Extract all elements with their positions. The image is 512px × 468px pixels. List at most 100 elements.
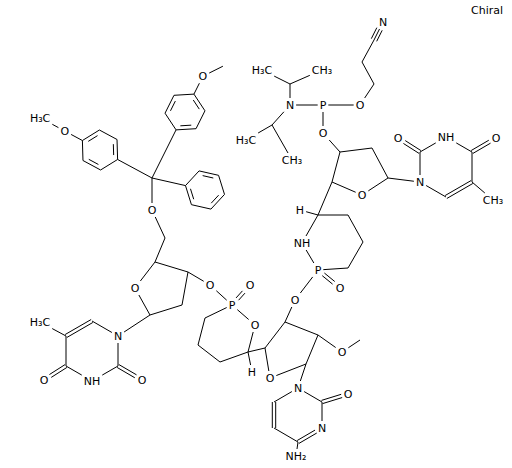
bond-line [176, 129, 196, 130]
bond-line [65, 320, 91, 335]
bond-line [371, 28, 377, 39]
atom-label: O [336, 283, 345, 294]
bond-line [52, 124, 58, 127]
bond-line [285, 307, 292, 322]
atom-label: N [294, 383, 302, 394]
bond-line [239, 293, 245, 300]
bond-line [388, 178, 414, 181]
atom-label: CH₃ [483, 195, 503, 206]
bond-line [203, 176, 214, 178]
atom-label: O [246, 280, 255, 291]
bond-line [368, 178, 388, 191]
bond-line [219, 175, 225, 194]
bond-line [318, 335, 336, 348]
atom-label: O [356, 100, 365, 111]
bond-line [150, 305, 182, 315]
bond-line [306, 335, 318, 364]
bond-line [322, 394, 342, 400]
bond-line [456, 143, 472, 152]
bond-line [248, 352, 251, 365]
bond-line [290, 75, 310, 84]
atom-label: N [114, 331, 122, 342]
chirality-note: Chiral [471, 5, 503, 16]
bond-line [248, 332, 253, 352]
bond-line [276, 364, 306, 376]
bond-line [329, 140, 340, 152]
bond-line [306, 250, 314, 263]
atom-label: O [358, 190, 367, 201]
atom-label: H [296, 205, 304, 216]
atom-label: O [60, 126, 69, 137]
bond-line [290, 84, 291, 98]
bond-line [275, 402, 276, 428]
bond-line [198, 345, 220, 362]
bond-line [318, 215, 348, 216]
bond-line [99, 130, 117, 139]
bond-line [362, 62, 374, 84]
atom-label: H [248, 367, 256, 378]
bond-line [66, 336, 67, 366]
atom-label: H₃C [252, 65, 272, 76]
bond-line [170, 101, 175, 111]
atom-label: O [492, 133, 501, 144]
bond-line [198, 318, 205, 345]
atom-label: NH₂ [286, 451, 307, 462]
bond-line [211, 195, 218, 203]
bond-line [322, 402, 323, 421]
atom-label: O [206, 280, 215, 291]
bond-line [348, 242, 363, 268]
bond-line [165, 113, 176, 130]
atom-label: NH [438, 132, 455, 143]
bond-line [89, 159, 99, 164]
bond-line [274, 76, 290, 84]
bond-line [155, 238, 165, 262]
atom-label: O [251, 320, 260, 331]
bond-line [340, 148, 372, 152]
bond-line [328, 105, 353, 106]
bond-line [180, 125, 191, 127]
atom-label: H₃C [30, 112, 50, 123]
bond-line [113, 144, 114, 155]
bond-line [140, 262, 155, 281]
atom-label: H₃C [30, 317, 50, 328]
bond-line [258, 125, 272, 133]
bond-line [272, 125, 288, 153]
bond-line [117, 139, 119, 159]
bond-line [405, 141, 421, 151]
bond-line [306, 212, 318, 215]
bond-line [323, 398, 343, 404]
bond-line [426, 186, 446, 197]
atom-label: H₃C [236, 135, 256, 146]
bond-line [66, 366, 82, 375]
atom-label: P [315, 265, 322, 276]
bond-line [82, 130, 99, 141]
bond-line [152, 178, 185, 186]
bond-line [362, 40, 374, 62]
bond-line [237, 310, 248, 320]
atom-label: NH [294, 238, 311, 249]
atom-label: N [416, 177, 424, 188]
bond-line [165, 95, 174, 113]
bond-line [83, 161, 101, 170]
bond-line [445, 181, 471, 196]
bond-line [139, 295, 150, 315]
bond-line [155, 262, 188, 272]
bond-line [348, 215, 363, 242]
bond-line [118, 159, 152, 178]
bond-line [174, 94, 194, 95]
bond-line [300, 277, 312, 293]
bond-line [365, 84, 374, 98]
atom-label: O [319, 128, 328, 139]
bond-line [472, 152, 473, 182]
bond-line [372, 148, 388, 178]
bond-line [265, 322, 285, 348]
bond-line [101, 159, 118, 170]
atom-label: O [138, 375, 147, 386]
bond-line [118, 343, 119, 366]
atom-label: O [148, 205, 157, 216]
bond-line [420, 143, 436, 152]
bond-line [420, 152, 421, 175]
bond-line [332, 152, 340, 182]
bond-line [152, 130, 176, 178]
